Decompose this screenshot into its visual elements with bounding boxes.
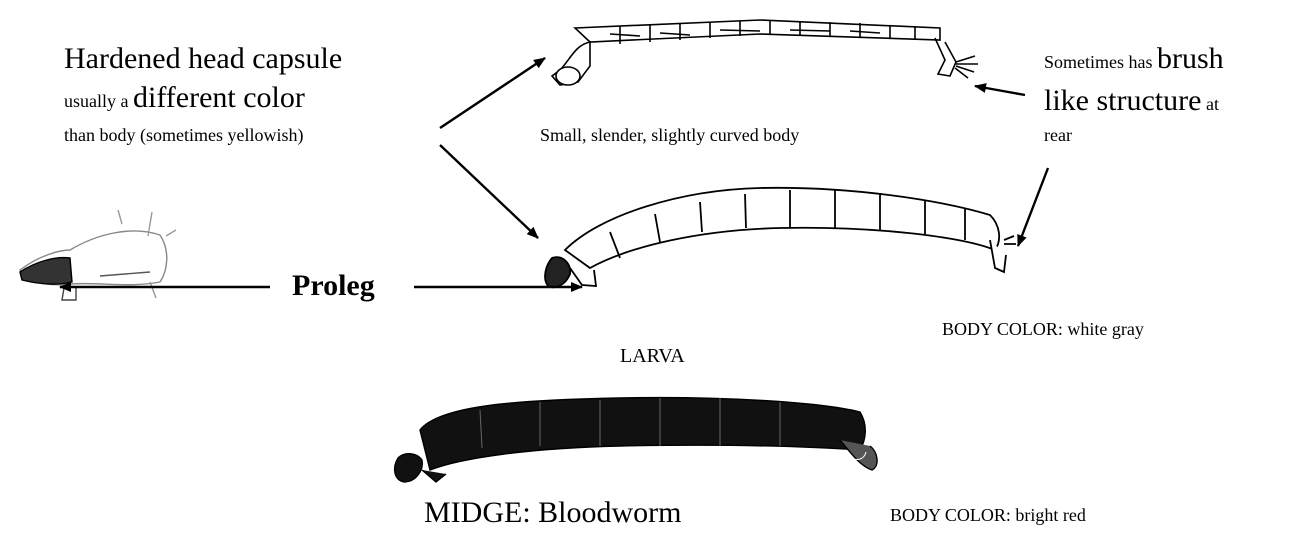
brush-note-line1-emphasis: brush [1157, 42, 1224, 75]
head-note-line3: than body (sometimes yellowish) [64, 126, 303, 144]
bloodworm-color-label: BODY COLOR: bright red [890, 506, 1086, 524]
head-note-line2-prefix: usually a [64, 91, 133, 111]
head-note-line2: usually a different color [64, 83, 305, 113]
head-note-line1: Hardened head capsule [64, 44, 342, 74]
larva-label: LARVA [620, 346, 685, 366]
head-note-line2-emphasis: different color [133, 81, 305, 114]
brush-note-line1: Sometimes has brush [1044, 44, 1224, 74]
brush-note-line2-suffix: at [1201, 94, 1219, 114]
brush-note-line2-emphasis: like structure [1044, 84, 1201, 117]
slender-larva-drawing [552, 20, 978, 85]
white-larva-drawing [545, 188, 1016, 287]
proleg-label: Proleg [292, 271, 375, 301]
bloodworm-title: MIDGE: Bloodworm [424, 498, 682, 528]
body-shape-label: Small, slender, slightly curved body [540, 126, 799, 144]
larva-color-label: BODY COLOR: white gray [942, 320, 1144, 338]
brush-note-line3: rear [1044, 126, 1072, 144]
brush-note-line2: like structure at [1044, 86, 1219, 116]
bloodworm-drawing [395, 398, 877, 482]
brush-note-line1-prefix: Sometimes has [1044, 52, 1157, 72]
